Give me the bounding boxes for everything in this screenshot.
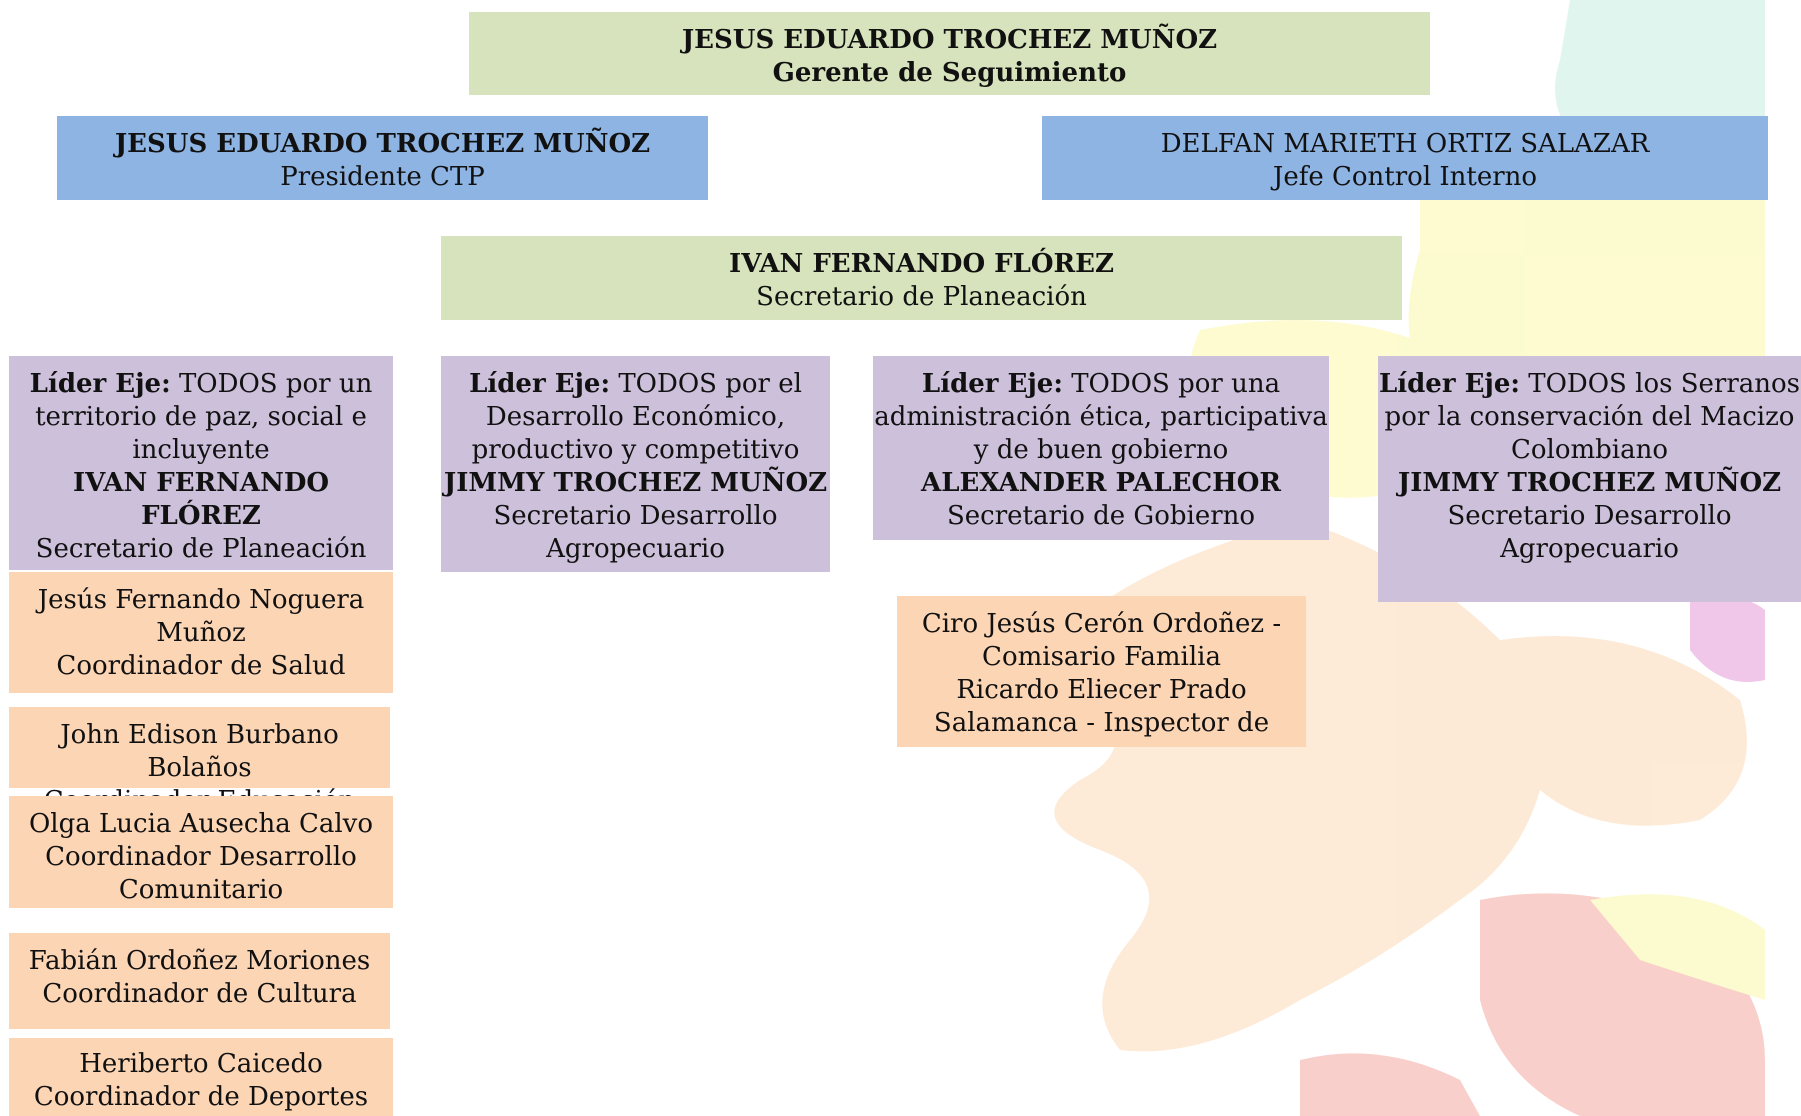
axis-title-line: TODOS por el [618, 369, 802, 399]
ctp-president-name: JESUS EDUARDO TROCHEZ MUÑOZ [114, 129, 651, 159]
coordinator-line: Coordinador de Salud [56, 651, 346, 681]
planning-secretary-box: IVAN FERNANDO FLÓREZ Secretario de Plane… [441, 236, 1402, 320]
axis-leader-role: Secretario Desarrollo [493, 501, 778, 531]
axis-title-line: productivo y competitivo [471, 435, 800, 465]
internal-control-box: DELFAN MARIETH ORTIZ SALAZAR Jefe Contro… [1042, 116, 1768, 200]
coordinator-box-5: Heriberto Caicedo Coordinador de Deporte… [9, 1038, 393, 1116]
coordinator-line: Jesús Fernando Noguera [37, 585, 365, 615]
coordinator-box-4: Fabián Ordoñez Moriones Coordinador de C… [9, 933, 390, 1029]
top-manager-box: JESUS EDUARDO TROCHEZ MUÑOZ Gerente de S… [469, 12, 1430, 95]
axis-leader-role: Agropecuario [546, 534, 725, 564]
axis-leader-role: Agropecuario [1500, 534, 1679, 564]
axis-leader-label: Líder Eje: [1378, 369, 1520, 399]
coordinator-box-2: John Edison Burbano Bolaños Coordinador … [9, 707, 390, 816]
axis-title-line: incluyente [132, 435, 270, 465]
axis-leader-box-3: Líder Eje: TODOS por una administración … [873, 356, 1329, 540]
axis-leader-role: Secretario Desarrollo [1447, 501, 1732, 531]
axis-leader-role: Secretario de Planeación [35, 534, 367, 564]
internal-control-role: Jefe Control Interno [1272, 162, 1538, 192]
axis-leader-label: Líder Eje: [469, 369, 611, 399]
axis-title-line: TODOS por un [178, 369, 373, 399]
axis-leader-box-4: Líder Eje: TODOS los Serranos por la con… [1378, 356, 1801, 602]
staff-line: Ricardo Eliecer Prado [956, 675, 1247, 705]
coordinator-line: Comunitario [118, 875, 284, 905]
axis-title-line: TODOS por una [1071, 369, 1281, 399]
government-staff-box: Ciro Jesús Cerón Ordoñez - Comisario Fam… [897, 596, 1306, 747]
axis-leader-role: Secretario de Gobierno [946, 501, 1256, 531]
planning-secretary-role: Secretario de Planeación [756, 282, 1087, 312]
planning-secretary-name: IVAN FERNANDO FLÓREZ [729, 249, 1114, 279]
axis-leader-name: JIMMY TROCHEZ MUÑOZ [1397, 468, 1782, 498]
axis-leader-label: Líder Eje: [921, 369, 1063, 399]
axis-title-line: TODOS los Serranos [1528, 369, 1801, 399]
top-manager-role: Gerente de Seguimiento [772, 58, 1127, 88]
ctp-president-role: Presidente CTP [280, 162, 485, 192]
axis-title-line: por la conservación del Macizo [1384, 402, 1795, 432]
axis-leader-label: Líder Eje: [29, 369, 171, 399]
axis-title-line: y de buen gobierno [973, 435, 1229, 465]
axis-title-line: administración ética, participativa [874, 402, 1328, 432]
coordinator-line: Coordinador Desarrollo [45, 842, 357, 872]
axis-title-line: Colombiano [1510, 435, 1669, 465]
axis-leader-box-2: Líder Eje: TODOS por el Desarrollo Econó… [441, 356, 830, 572]
ctp-president-box: JESUS EDUARDO TROCHEZ MUÑOZ Presidente C… [57, 116, 708, 200]
axis-leader-box-1: Líder Eje: TODOS por un territorio de pa… [9, 356, 393, 570]
coordinator-box-3: Olga Lucia Ausecha Calvo Coordinador Des… [9, 796, 393, 908]
coordinator-line: Coordinador de Cultura [42, 979, 357, 1009]
staff-line: Comisario Familia [982, 642, 1221, 672]
axis-title-line: territorio de paz, social e [35, 402, 367, 432]
coordinator-line: Muñoz [156, 618, 246, 648]
staff-line: Salamanca - Inspector de [933, 708, 1270, 738]
top-manager-name: JESUS EDUARDO TROCHEZ MUÑOZ [681, 25, 1218, 55]
coordinator-line: Coordinador de Deportes [33, 1082, 369, 1112]
axis-leader-name: IVAN FERNANDO FLÓREZ [72, 468, 330, 531]
coordinator-line: Fabián Ordoñez Moriones [28, 946, 371, 976]
axis-leader-name: ALEXANDER PALECHOR [921, 468, 1281, 498]
coordinator-line: Heriberto Caicedo [79, 1049, 323, 1079]
internal-control-name: DELFAN MARIETH ORTIZ SALAZAR [1160, 129, 1650, 159]
coordinator-line: Olga Lucia Ausecha Calvo [28, 809, 374, 839]
axis-title-line: Desarrollo Económico, [485, 402, 786, 432]
staff-line: Ciro Jesús Cerón Ordoñez - [921, 609, 1282, 639]
coordinator-line: John Edison Burbano Bolaños [60, 720, 339, 783]
coordinator-box-1: Jesús Fernando Noguera Muñoz Coordinador… [9, 572, 393, 693]
axis-leader-name: JIMMY TROCHEZ MUÑOZ [443, 468, 828, 498]
